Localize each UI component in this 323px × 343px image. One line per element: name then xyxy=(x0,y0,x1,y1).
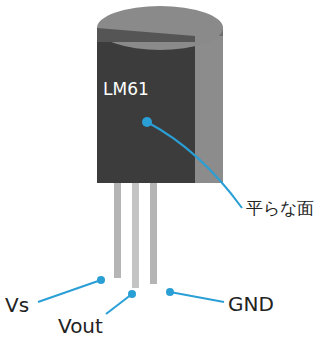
callout-label: 平らな面 xyxy=(246,198,314,218)
package-body xyxy=(97,6,223,183)
leader-line xyxy=(106,294,132,314)
callout-dot xyxy=(128,290,136,298)
package-top xyxy=(97,6,223,50)
leader-line xyxy=(38,280,101,302)
leader-line xyxy=(147,122,242,208)
callout-dot xyxy=(97,276,105,284)
leader-line xyxy=(170,292,224,302)
callout-dot xyxy=(166,288,174,296)
rounded-side xyxy=(195,36,223,183)
callout-dot xyxy=(142,117,152,127)
pin-name: GND xyxy=(228,292,274,316)
face-edge xyxy=(97,28,195,42)
lead xyxy=(132,180,139,288)
lead xyxy=(150,180,157,284)
flat-face xyxy=(97,42,195,183)
callout-dots xyxy=(97,117,174,298)
pin-name: Vs xyxy=(5,293,29,317)
part-number: LM61 xyxy=(103,79,149,99)
pin-name: Vout xyxy=(58,314,103,338)
leader-lines xyxy=(38,122,242,314)
lead xyxy=(114,180,121,278)
leads xyxy=(114,180,157,288)
body-side xyxy=(97,28,223,183)
